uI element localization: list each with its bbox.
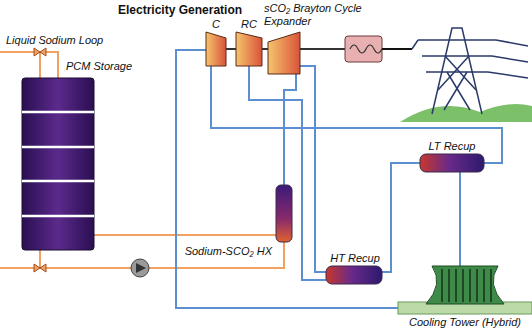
component-label: C [204, 18, 228, 31]
compressor-body [206, 32, 226, 66]
tower-stripe [448, 269, 450, 302]
cooling-tower: Cooling Tower (Hybrid) [398, 266, 532, 330]
component-label: RC [234, 18, 264, 31]
generator-wave [350, 45, 382, 53]
tower-stripe [469, 269, 471, 302]
component-label: Cooling Tower (Hybrid) [398, 316, 532, 329]
turbine-body [268, 32, 300, 74]
loop-label: Liquid Sodium Loop [6, 34, 103, 47]
tower-body [426, 266, 504, 304]
recuperator: HT Recup [326, 252, 384, 284]
recompressor-shape [236, 32, 262, 66]
tower-stripe [455, 269, 457, 302]
cylinder-body [420, 154, 484, 172]
tower-bracing [438, 56, 476, 110]
power-wires [412, 40, 528, 78]
sodium-pipe [0, 52, 58, 78]
tower-legs [432, 28, 482, 114]
pipe-connector [382, 163, 420, 272]
green-hills [400, 104, 532, 122]
component-label: HT Recup [326, 252, 384, 265]
recuperator-shape [326, 266, 382, 284]
recompressor: RC [234, 18, 264, 68]
valve-symbol [34, 264, 46, 272]
recuperator: LT Recup [420, 140, 484, 172]
pipe-connector [176, 50, 398, 308]
recuperator-shape [420, 154, 484, 172]
tower-stripe [476, 269, 478, 302]
expander-turbine-shape [268, 32, 300, 74]
component-label: LT Recup [420, 140, 484, 153]
pipe-connector [284, 74, 296, 185]
heat-exchanger: Sodium-SCO₂ HX [180, 183, 294, 259]
tower-stripe [490, 269, 492, 302]
generator-box [345, 36, 382, 62]
component-label: sCO₂ Brayton Cycle Expander [264, 2, 376, 28]
heat-exchanger-shape [276, 185, 292, 242]
expander-turbine: sCO₂ Brayton Cycle Expander [264, 2, 376, 74]
compressor-body [236, 32, 262, 66]
compressor: C [204, 18, 228, 68]
component-label: PCM Storage [66, 60, 132, 73]
tank-band [22, 146, 94, 149]
tank-band [22, 111, 94, 114]
compressor-shape [206, 32, 226, 66]
storage-tank-shape [22, 78, 94, 250]
tower-stripe [483, 269, 485, 302]
cylinder-body [326, 266, 382, 284]
cylinder-body [276, 185, 292, 242]
valve-symbol [34, 48, 46, 56]
tower-stripe [462, 269, 464, 302]
pipe-connector [94, 234, 276, 236]
cooling-tower-shape [398, 266, 532, 314]
tank-band [22, 180, 94, 183]
pipe-connector [211, 66, 502, 163]
tower-stripe [441, 269, 443, 302]
tank-band [22, 215, 94, 218]
component-label: Sodium-SCO₂ HX [180, 245, 272, 258]
pump-symbol [131, 259, 149, 277]
tower-arms [418, 40, 496, 72]
storage-tank: PCM Storage [22, 60, 133, 250]
pump-symbol [136, 263, 146, 273]
pipe-connector [300, 66, 326, 272]
pipe-connector [459, 172, 461, 266]
tank-body [22, 78, 94, 250]
power-line [382, 48, 412, 50]
transmission-tower [412, 28, 528, 114]
diagram-title: Electricity Generation [118, 3, 242, 17]
